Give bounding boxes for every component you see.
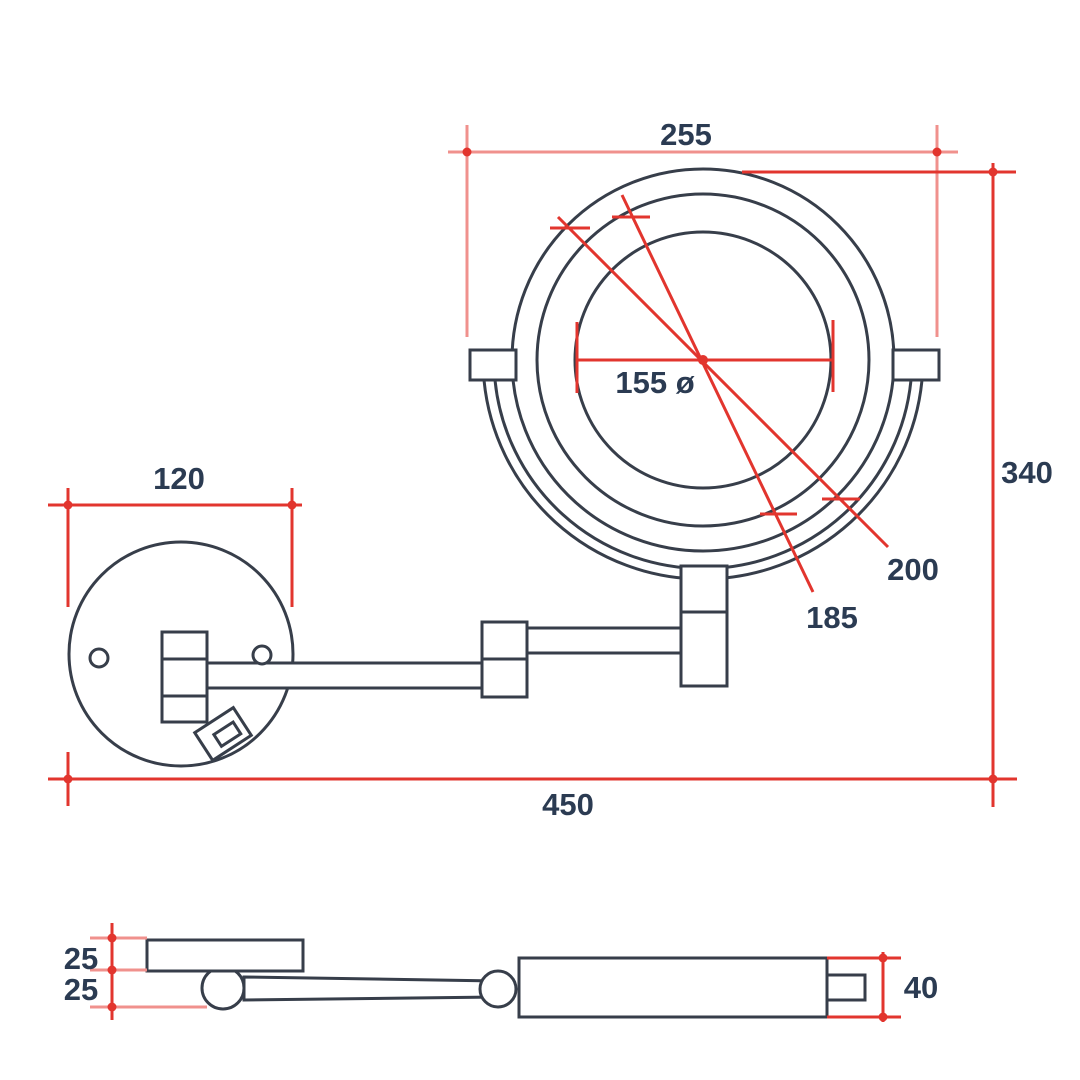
side-wall-plate	[145, 938, 305, 973]
side-mirror-head	[517, 956, 829, 1019]
wall-plate-circle	[67, 540, 295, 768]
arm-segment-2-fill	[527, 629, 681, 652]
dim-450-tick-left	[63, 774, 73, 784]
power-switch-inner	[211, 719, 243, 749]
yoke-outer-arc	[482, 379, 924, 581]
dim-25-tick-top	[107, 933, 117, 943]
arm-segment-1-fill	[207, 664, 482, 687]
power-switch	[192, 705, 254, 763]
dim-label-25-top: 25	[64, 941, 98, 976]
dimension-lines	[48, 125, 1017, 1022]
dim-255-tick-left	[462, 147, 472, 157]
mirror-front-view	[468, 167, 941, 581]
screw-hole-right	[251, 644, 273, 666]
wall-hinge-block	[160, 630, 209, 724]
dim-40-tick-bottom	[878, 1012, 888, 1022]
extension-arm	[480, 564, 729, 699]
mirror-inner-ring-circle	[535, 192, 871, 528]
dim-label-155: 155 ø	[615, 365, 694, 400]
dim-340-tick-top	[988, 167, 998, 177]
screw-hole-left	[88, 647, 110, 669]
wall-plate-front-view	[67, 540, 482, 768]
mirror-post	[679, 564, 729, 688]
side-hinge-wall	[200, 965, 246, 1011]
right-pivot-bracket	[891, 348, 941, 382]
side-view	[145, 938, 867, 1019]
dim-185-line	[620, 194, 815, 593]
dim-120-tick-right	[287, 500, 297, 510]
left-pivot-bracket	[468, 348, 518, 382]
dim-label-120: 120	[153, 461, 205, 496]
dim-label-185: 185	[806, 600, 858, 635]
dim-label-255: 255	[660, 117, 712, 152]
dim-label-25-bottom: 25	[64, 972, 98, 1007]
dim-label-40: 40	[904, 970, 938, 1005]
dim-200-line	[556, 215, 890, 549]
mirror-center-dot	[698, 355, 708, 365]
dimension-labels: 255 340 155 ø 200 185 120 450 25 25 40	[64, 117, 1053, 1007]
dim-label-200: 200	[887, 552, 939, 587]
dim-25-tick-bottom	[107, 1002, 117, 1012]
dim-255-tick-right	[932, 147, 942, 157]
dim-120-tick-left	[63, 500, 73, 510]
dim-label-450: 450	[542, 787, 594, 822]
yoke-inner-arc	[493, 379, 913, 571]
side-pivot-knob	[825, 973, 867, 1002]
dim-40-tick-top	[878, 953, 888, 963]
side-hinge-elbow	[478, 969, 518, 1009]
power-switch-outer	[192, 705, 254, 763]
side-arm-bar	[242, 975, 499, 1002]
dim-label-340: 340	[1001, 455, 1053, 490]
dim-25-tick-mid	[107, 965, 117, 975]
